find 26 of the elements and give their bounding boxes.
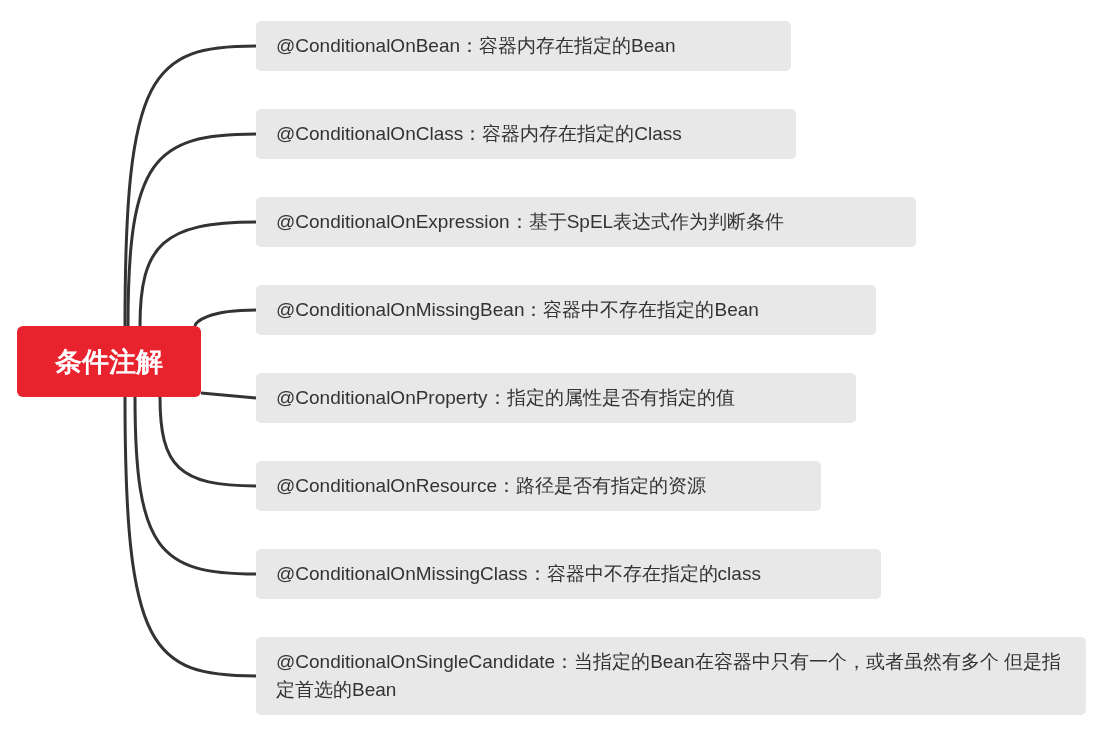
connector-line [133, 396, 257, 576]
connector-line [123, 397, 257, 678]
topic-box [256, 373, 856, 423]
connector-line [126, 132, 257, 327]
topic-text: @ConditionalOnExpression：基于SpEL表达式作为判断条件 [276, 210, 785, 234]
topic-text: @ConditionalOnProperty：指定的属性是否有指定的值 [276, 386, 735, 410]
topic-text: @ConditionalOnMissingBean：容器中不存在指定的Bean [276, 298, 759, 322]
topic-text: @ConditionalOnMissingClass：容器中不存在指定的class [276, 562, 761, 586]
topic-text: @ConditionalOnClass：容器内存在指定的Class [276, 122, 682, 146]
topic-text: @ConditionalOnBean：容器内存在指定的Bean [276, 34, 676, 58]
connector-line [123, 44, 257, 326]
connector-line [193, 308, 257, 327]
root-topic [17, 326, 201, 397]
topic-box [256, 285, 876, 335]
topic-text: @ConditionalOnSingleCandidate：当指定的Bean在容器中只有一个，或者虽然有多个 但是指定首选的Bean [276, 650, 1062, 702]
topic-box [256, 637, 1086, 715]
topic-box [256, 549, 881, 599]
topic-text: @ConditionalOnResource：路径是否有指定的资源 [276, 474, 706, 498]
topic-box [256, 461, 821, 511]
connector-line [200, 391, 257, 400]
topic-box [256, 109, 796, 159]
connector-line [138, 220, 257, 327]
topic-box [256, 21, 791, 71]
topic-box [256, 197, 916, 247]
topic-text: 条件注解 [55, 345, 163, 379]
connector-line [158, 396, 257, 488]
